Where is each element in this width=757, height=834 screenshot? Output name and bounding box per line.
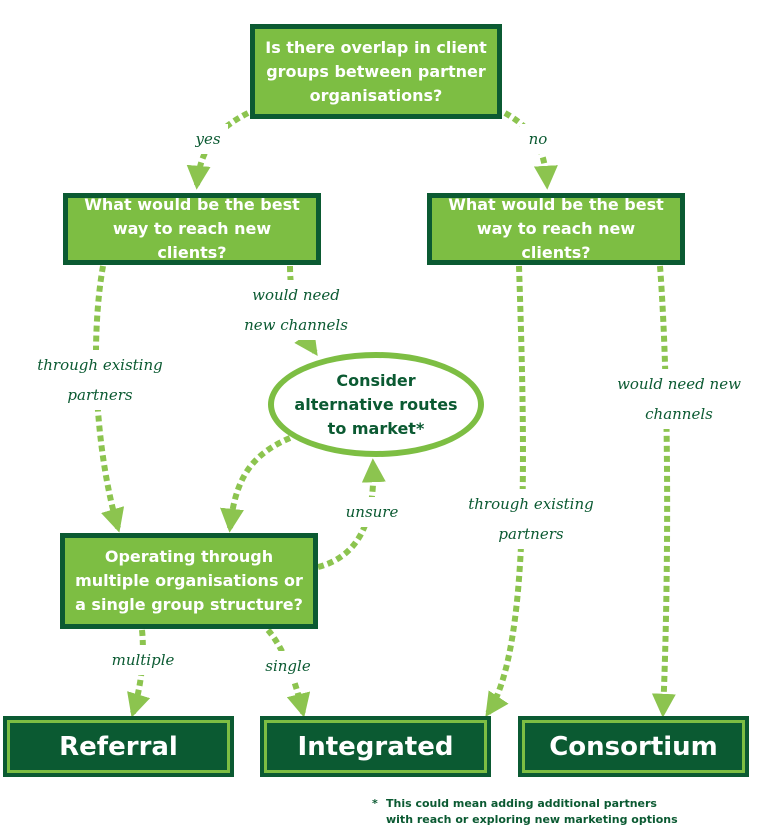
- consider-alternative-routes: Consider alternative routes to market*: [268, 352, 484, 457]
- question-reach-left: What would be the best way to reach new …: [63, 193, 321, 265]
- outcome-consortium: Consortium: [518, 716, 749, 777]
- edge-label-left-existing: through existing partners: [34, 350, 166, 410]
- edge-label-left-new-channels: would need new channels: [240, 280, 352, 340]
- question-structure-text: Operating through multiple organisations…: [65, 538, 313, 624]
- outcome-integrated: Integrated: [260, 716, 491, 777]
- question-reach-right: What would be the best way to reach new …: [427, 193, 685, 265]
- outcome-referral-label: Referral: [7, 720, 230, 773]
- edge-label-single: single: [262, 651, 314, 681]
- arrow-right-new-channels: [651, 265, 676, 718]
- edge-label-no: no: [520, 124, 556, 154]
- question-structure: Operating through multiple organisations…: [60, 533, 318, 629]
- outcome-referral: Referral: [3, 716, 234, 777]
- arrow-left-existing: [92, 265, 125, 533]
- edge-label-multiple: multiple: [106, 645, 180, 675]
- arrow-alt-to-structure: [220, 435, 292, 533]
- arrow-yes: [186, 110, 250, 190]
- footnote-marker: *: [372, 797, 378, 810]
- edge-label-right-new-channels: would need new channels: [608, 369, 750, 429]
- question-client-overlap: Is there overlap in client groups betwee…: [250, 24, 502, 119]
- arrow-right-existing: [485, 265, 526, 717]
- question-reach-left-text: What would be the best way to reach new …: [68, 195, 316, 262]
- edge-label-right-existing: through existing partners: [460, 489, 602, 549]
- outcome-consortium-label: Consortium: [522, 720, 745, 773]
- arrow-left-new-channels: [287, 265, 318, 356]
- edge-label-yes: yes: [188, 124, 228, 154]
- footnote-text: This could mean adding additional partne…: [386, 797, 678, 826]
- question-client-overlap-text: Is there overlap in client groups betwee…: [255, 29, 497, 114]
- arrow-unsure: [317, 458, 386, 570]
- edge-label-unsure: unsure: [344, 497, 400, 527]
- outcome-integrated-label: Integrated: [264, 720, 487, 773]
- question-reach-right-text: What would be the best way to reach new …: [432, 195, 680, 262]
